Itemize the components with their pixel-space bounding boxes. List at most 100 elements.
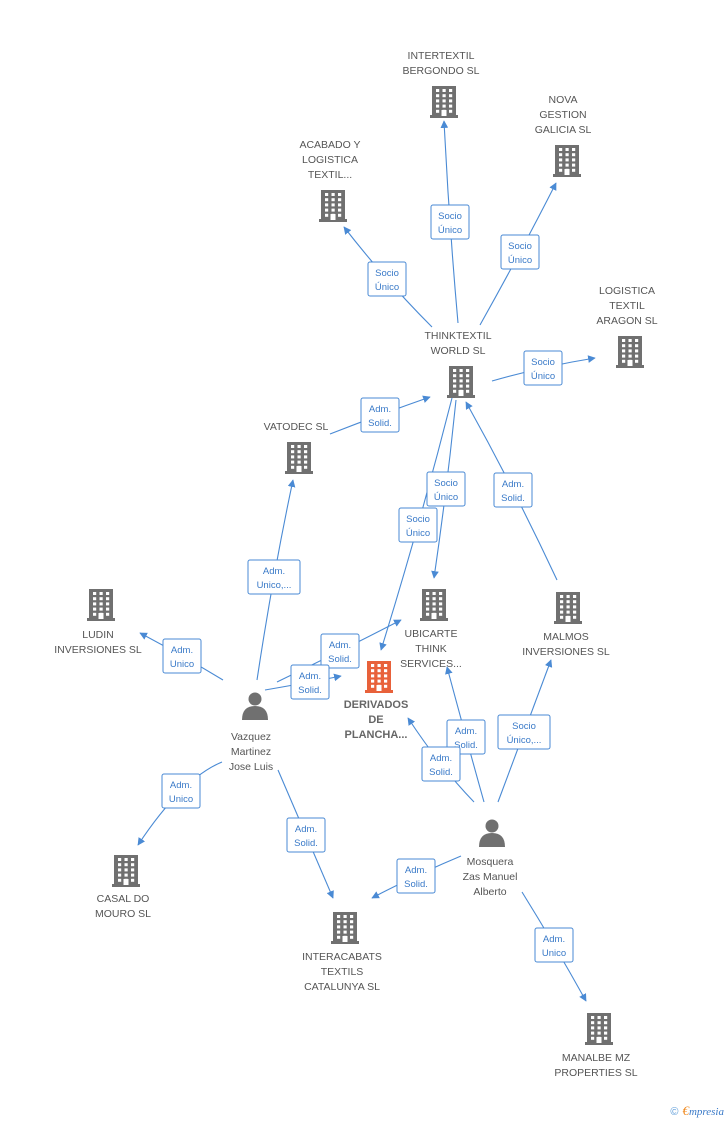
building-door [441, 110, 447, 116]
building-door [342, 936, 348, 942]
edge-label-text: Adm. [455, 726, 477, 737]
edge-label-box[interactable]: Adm.Solid. [446, 719, 486, 755]
building-window [343, 925, 347, 929]
node-label-line: Mosquera [467, 856, 514, 868]
building-window [291, 455, 295, 459]
building-window [384, 669, 388, 673]
building-window [331, 203, 335, 207]
copyright-symbol: © [670, 1106, 679, 1118]
building-icon [553, 145, 581, 177]
building-window [439, 592, 443, 595]
edge-label-box[interactable]: Adm.Unico [162, 638, 202, 674]
building-window [131, 858, 135, 861]
brand-watermark[interactable]: ©€mpresia [670, 1103, 724, 1119]
edge-label-box[interactable]: Adm.Solid. [493, 472, 533, 508]
building-window [377, 669, 381, 673]
edge-label-text: Adm. [263, 566, 285, 577]
building-window [436, 89, 440, 92]
building-window [93, 602, 97, 606]
building-window [106, 602, 110, 606]
building-window [436, 94, 440, 98]
node-ubicarte[interactable]: UBICARTETHINKSERVICES... [400, 589, 462, 670]
building-icon [87, 589, 115, 621]
node-label-line: DERIVADOS [344, 699, 409, 711]
building-window [106, 597, 110, 601]
node-label-line: WORLD SL [431, 345, 486, 357]
node-label-line: NOVA [549, 94, 578, 106]
edge-label-box[interactable]: SocioÚnico,... [497, 714, 551, 750]
edge-label-frame [493, 472, 533, 508]
building-window [565, 163, 569, 167]
building-window [466, 389, 470, 393]
edge-label-text: Solid. [298, 685, 322, 696]
edge-label-box[interactable]: Adm.Solid. [360, 397, 400, 433]
building-base [616, 365, 644, 368]
building-window [131, 873, 135, 877]
building-window [559, 148, 563, 151]
node-derivados[interactable]: DERIVADOSDEPLANCHA... [344, 661, 409, 741]
building-window [304, 455, 308, 459]
building-window [560, 595, 564, 598]
building-window [331, 208, 335, 212]
edge-label-box[interactable]: Adm.Unico [534, 927, 574, 963]
building-window [106, 592, 110, 595]
node-label-line: GESTION [539, 109, 586, 121]
building-window [338, 213, 342, 217]
building-window [453, 379, 457, 383]
edge-label-box[interactable]: Adm.Unico,... [247, 559, 301, 595]
edge-label-frame [534, 927, 574, 963]
node-label-line: SERVICES... [400, 658, 462, 670]
building-window [635, 354, 639, 358]
building-base [365, 690, 393, 693]
edge-label-frame [290, 664, 330, 700]
building-window [459, 374, 463, 378]
edge-label-box[interactable]: Adm.Solid. [396, 858, 436, 894]
edge-label-text: Único [531, 371, 555, 382]
building-window [453, 389, 457, 393]
building-window [93, 612, 97, 616]
building-window [591, 1021, 595, 1025]
node-vatodec[interactable]: VATODEC SL [264, 421, 329, 474]
building-window [325, 203, 329, 207]
building-window [442, 104, 446, 108]
edge-label-box[interactable]: Adm.Solid. [290, 664, 330, 700]
building-window [325, 193, 329, 196]
building-base [112, 884, 140, 887]
edge-label-frame [421, 746, 461, 782]
building-window [591, 1026, 595, 1030]
node-label-line: TEXTILS [321, 966, 364, 978]
node-label-line: Jose Luis [229, 761, 273, 773]
edge-label-box[interactable]: Adm.Solid. [320, 633, 360, 669]
building-window [466, 374, 470, 378]
edge-label-box[interactable]: Adm.Solid. [286, 817, 326, 853]
node-label-line: LOGISTICA [302, 154, 358, 166]
building-window [131, 878, 135, 882]
node-acabado[interactable]: ACABADO YLOGISTICATEXTIL... [299, 139, 361, 222]
building-window [572, 163, 576, 167]
building-icon [331, 912, 359, 944]
building-door [431, 613, 437, 619]
building-window [343, 920, 347, 924]
building-window [439, 602, 443, 606]
edge-label-box[interactable]: Adm.Unico [161, 773, 201, 809]
building-window [432, 607, 436, 611]
building-window [622, 349, 626, 353]
edge-label-box[interactable]: Adm.Solid. [421, 746, 461, 782]
